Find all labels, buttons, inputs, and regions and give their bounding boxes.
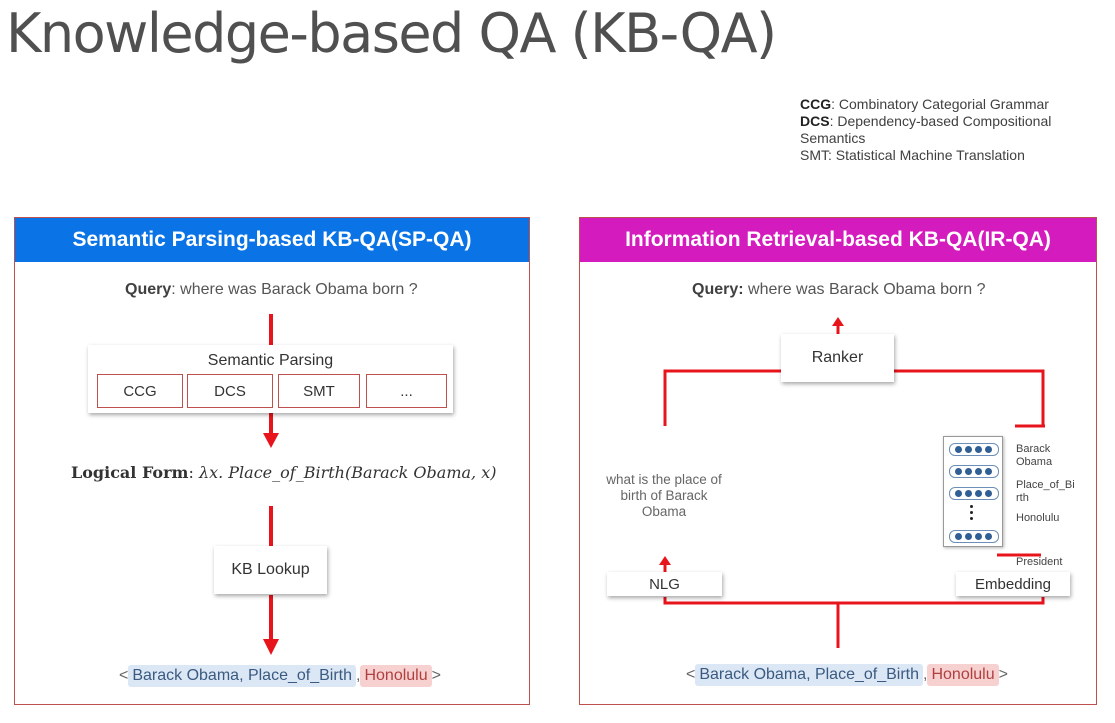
method-dcs: DCS [187, 374, 273, 408]
ir-query: Query: where was Barack Obama born ? [692, 281, 986, 298]
page-title: Knowledge-based QA (KB-QA) [6, 2, 777, 65]
method-more: ... [366, 374, 447, 408]
emb-label-place-of-birth: Place_of_Birth [1016, 479, 1075, 504]
sp-answer-triple: <Barack Obama, Place_of_Birth, Honolulu> [119, 665, 441, 687]
logical-form: Logical Form: λx. Place_of_Birth(Barack … [71, 463, 497, 482]
sp-qa-header: Semantic Parsing-based KB-QA(SP-QA) [15, 218, 529, 262]
emb-label-honolulu: Honolulu [1016, 512, 1060, 524]
nlg-box: NLG [607, 572, 722, 596]
kb-lookup-box: KB Lookup [214, 546, 327, 594]
sp-answer-subject-relation: Barack Obama, Place_of_Birth [128, 665, 357, 687]
legend-dcs: DCS: Dependency-based Compositional Sema… [800, 113, 1052, 146]
nlg-question-text: what is the place of birth of Barack Oba… [606, 472, 722, 519]
emb-label-president: President [1016, 556, 1063, 568]
sp-query: Query: where was Barack Obama born ? [125, 281, 418, 298]
ir-qa-header: Information Retrieval-based KB-QA(IR-QA) [580, 218, 1096, 262]
abbreviation-legend: CCG: Combinatory Categorial Grammar DCS:… [800, 96, 1070, 164]
embedding-vectors [943, 436, 1003, 547]
ir-answer-object: Honolulu [927, 664, 999, 686]
ir-answer-triple: <Barack Obama, Place_of_Birth, Honolulu> [686, 664, 1008, 686]
legend-smt: SMT: Statistical Machine Translation [800, 147, 1025, 163]
sp-arrows [263, 314, 279, 655]
semantic-parsing-title: Semantic Parsing [207, 352, 334, 369]
ranker-box: Ranker [781, 334, 894, 382]
vector-4 [949, 530, 999, 543]
method-ccg: CCG [97, 374, 183, 408]
ir-answer-subject-relation: Barack Obama, Place_of_Birth [695, 664, 924, 686]
embedding-box: Embedding [956, 572, 1070, 596]
method-smt: SMT [278, 374, 360, 408]
vertical-ellipsis-icon [970, 505, 974, 520]
legend-ccg: CCG: Combinatory Categorial Grammar [800, 96, 1049, 112]
vector-1 [949, 443, 999, 456]
vector-2 [949, 465, 999, 478]
sp-answer-object: Honolulu [360, 665, 432, 687]
emb-label-barack-obama: Barack Obama [1016, 443, 1053, 468]
vector-3 [949, 487, 999, 500]
